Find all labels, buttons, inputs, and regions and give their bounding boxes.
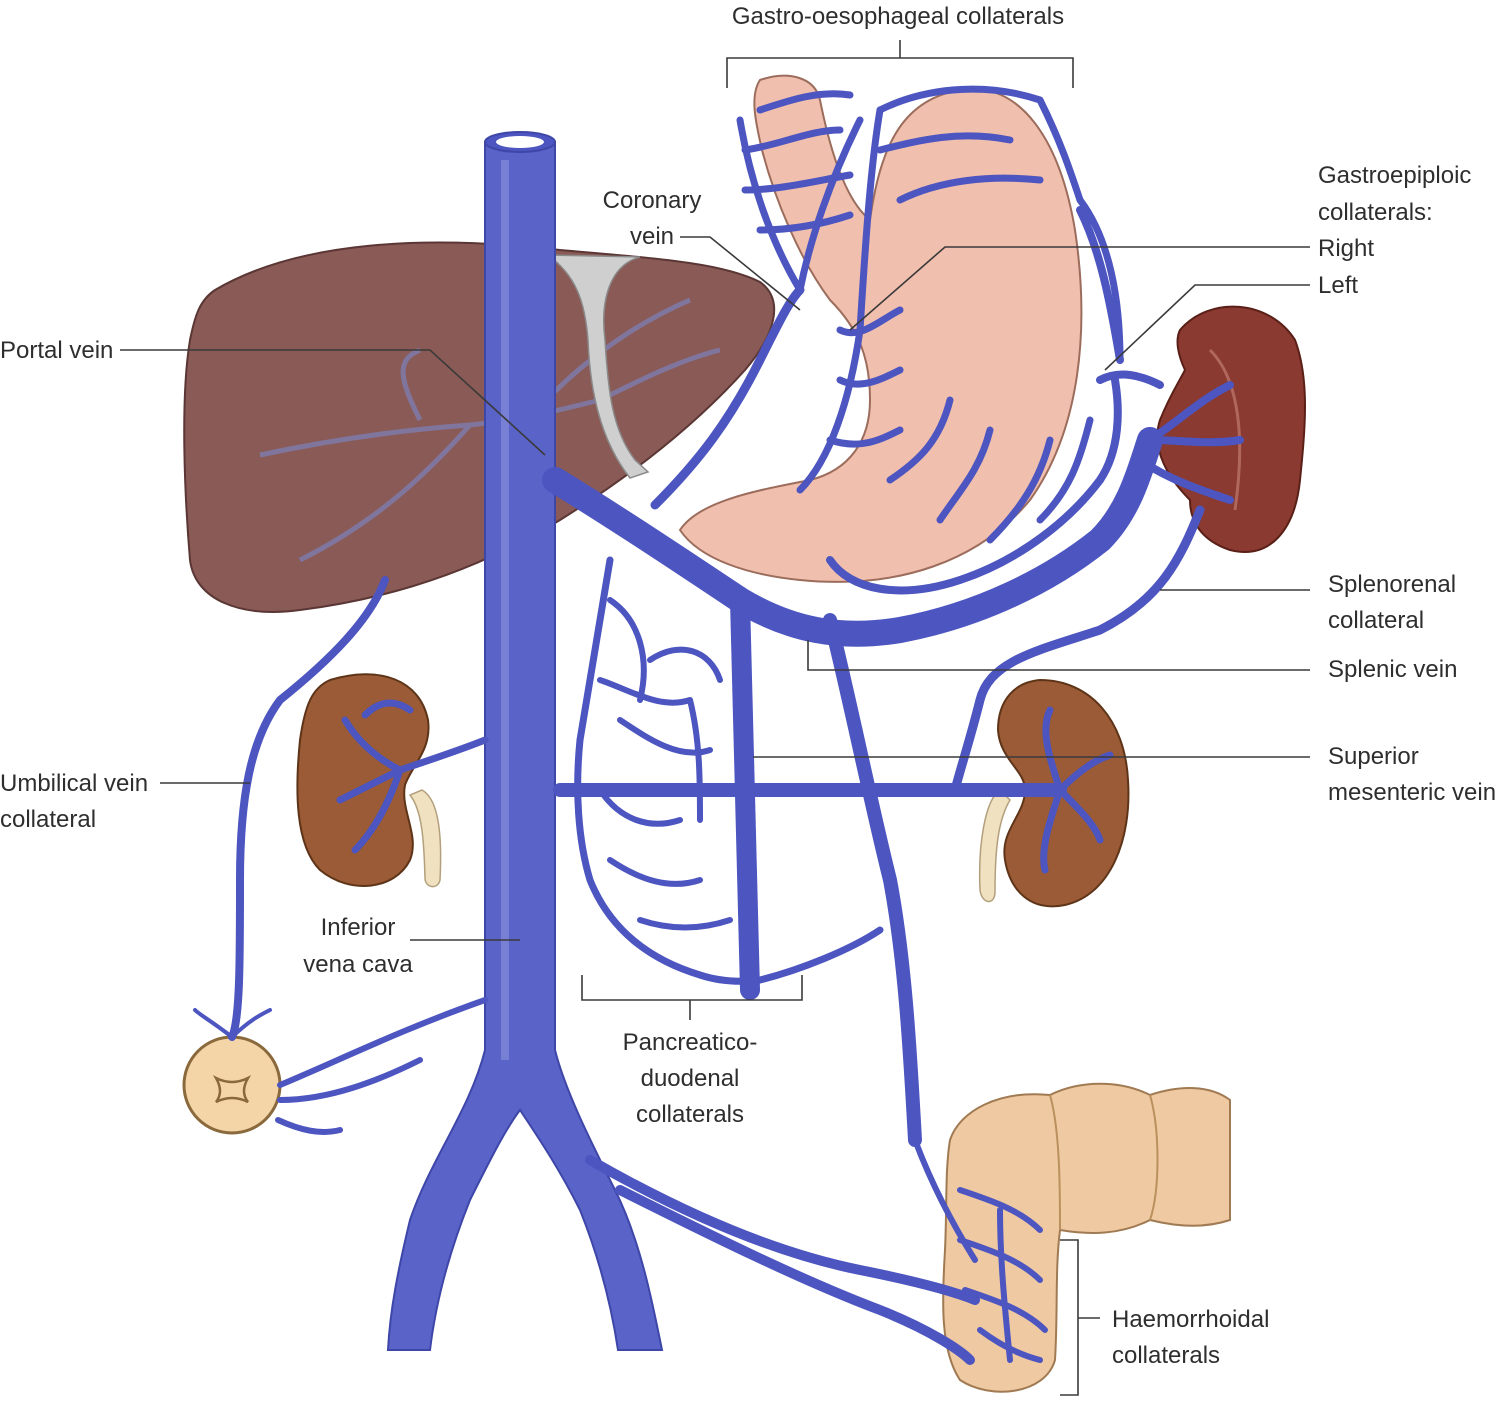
label-coronary-vein: vein bbox=[630, 223, 674, 250]
label-right: Right bbox=[1318, 235, 1374, 262]
pancreaticoduodenal-network bbox=[574, 556, 884, 985]
label-portal-vein: Portal vein bbox=[0, 337, 113, 364]
kidney-veins bbox=[336, 699, 1114, 874]
inferior-vena-cava bbox=[386, 131, 664, 1351]
leader-lines bbox=[120, 40, 1310, 1396]
label-vena-cava: vena cava bbox=[303, 951, 413, 978]
label-haemorrhoidal-collaterals: collaterals bbox=[1112, 1342, 1220, 1369]
label-pancreatico: Pancreatico- bbox=[623, 1029, 758, 1056]
labels: Gastro-oesophageal collaterals Coronary … bbox=[0, 3, 1496, 1369]
colon bbox=[942, 1082, 1231, 1393]
label-gastroepiploic-collaterals: collaterals: bbox=[1318, 199, 1433, 226]
label-haemorrhoidal: Haemorrhoidal bbox=[1112, 1306, 1269, 1333]
gastroepiploic-arcade bbox=[826, 206, 1124, 595]
label-splenorenal-collateral: collateral bbox=[1328, 607, 1424, 634]
label-superior: Superior bbox=[1328, 743, 1419, 770]
haemorrhoidal-collaterals bbox=[585, 1137, 1048, 1365]
label-duodenal: duodenal bbox=[641, 1065, 740, 1092]
label-splenorenal: Splenorenal bbox=[1328, 571, 1456, 598]
portal-splenic-system bbox=[542, 370, 1244, 1147]
spleen bbox=[1156, 305, 1306, 553]
label-splenic-vein: Splenic vein bbox=[1328, 656, 1457, 683]
umbilical-vein-collateral bbox=[193, 576, 488, 1135]
label-umbilical-collateral: collateral bbox=[0, 806, 96, 833]
right-kidney bbox=[296, 673, 442, 888]
umbilicus bbox=[182, 1035, 282, 1135]
label-gastroepiploic: Gastroepiploic bbox=[1318, 162, 1471, 189]
splenorenal-collateral bbox=[950, 505, 1205, 795]
label-mesenteric-vein: mesenteric vein bbox=[1328, 779, 1496, 806]
coronary-and-gastric-collaterals bbox=[650, 85, 1124, 544]
label-umbilical-vein: Umbilical vein bbox=[0, 770, 148, 797]
label-coronary: Coronary bbox=[603, 187, 702, 214]
label-left: Left bbox=[1318, 272, 1358, 299]
label-pancreatico-collaterals: collaterals bbox=[636, 1101, 744, 1128]
label-inferior: Inferior bbox=[321, 914, 396, 941]
falciform-ligament bbox=[545, 254, 650, 479]
label-gastro-oesophageal: Gastro-oesophageal collaterals bbox=[732, 3, 1064, 30]
